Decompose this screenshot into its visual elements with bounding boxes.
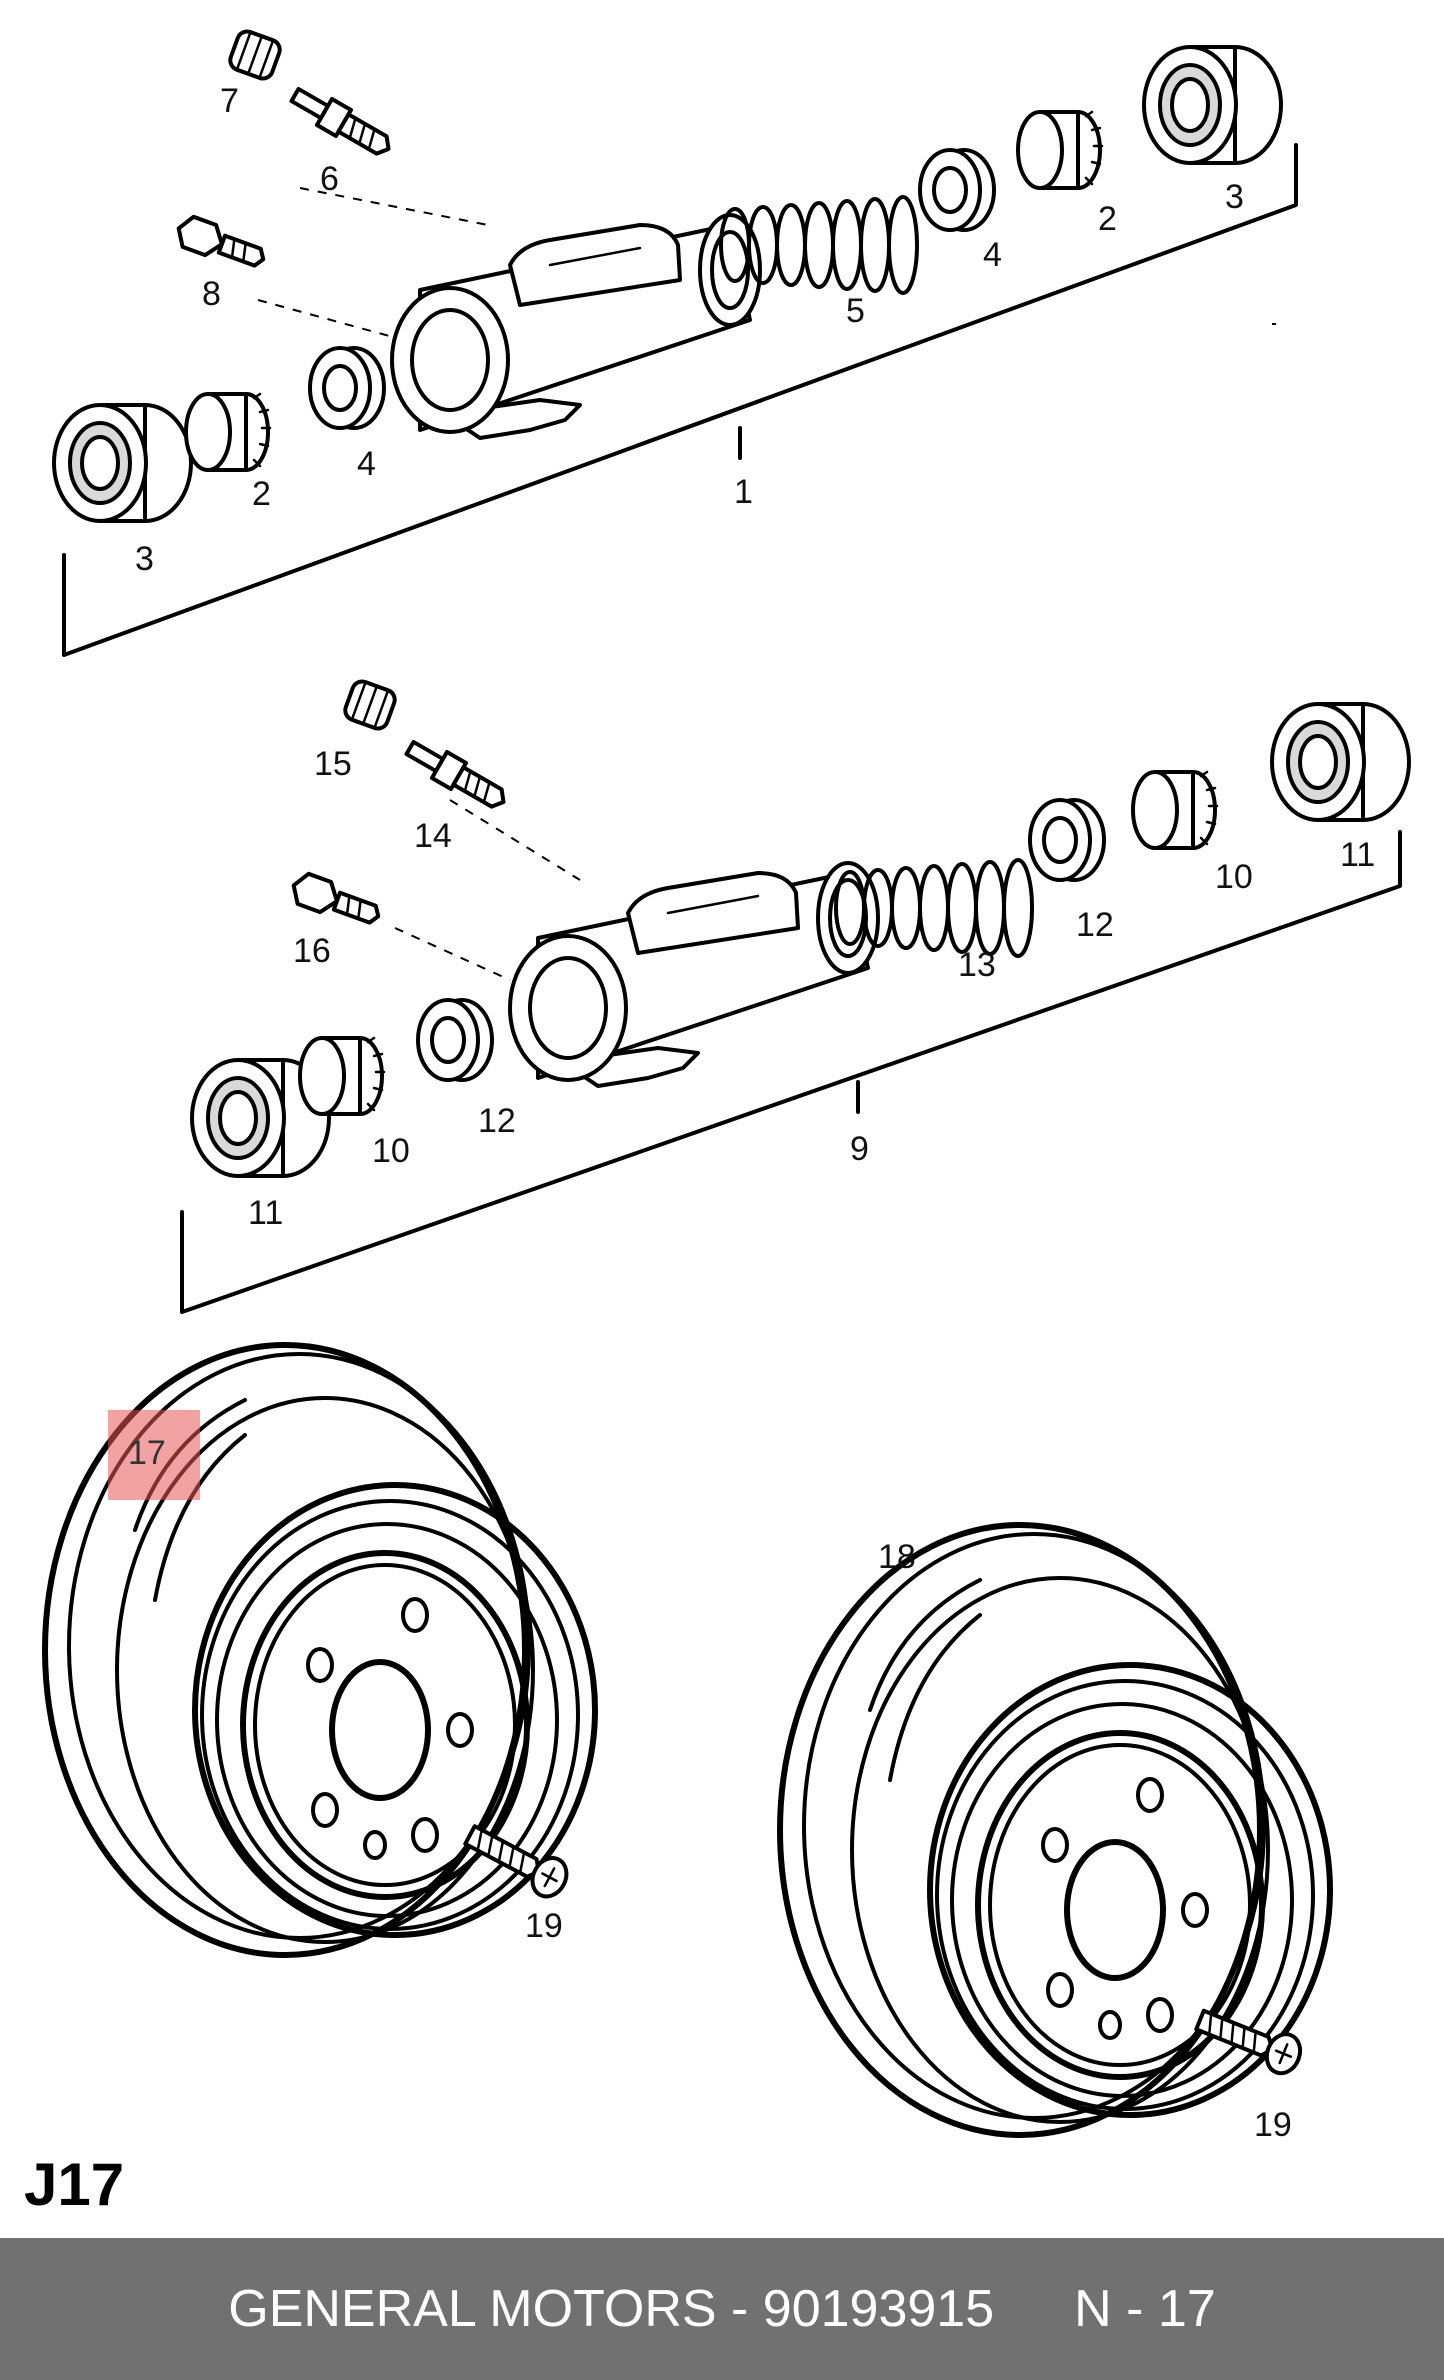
upper-piston-right [1016, 110, 1104, 190]
lower-seal-left [416, 998, 494, 1082]
upper-dust-boot-right [1142, 45, 1283, 165]
exploded-parts-diagram: 7 6 8 5 4 2 3 2 4 3 1 15 14 16 13 12 10 … [0, 26, 1411, 2144]
upper-bleeder-cap [225, 26, 285, 84]
callout-12: 12 [478, 1102, 516, 1140]
callout-19: 19 [525, 1907, 563, 1945]
callout-10: 10 [1215, 858, 1253, 896]
callout-3: 3 [135, 540, 154, 578]
callout-1: 1 [734, 473, 753, 511]
upper-dust-boot-left [52, 403, 193, 523]
callout-3: 3 [1225, 178, 1244, 216]
lower-cylinder-assembly [180, 676, 1411, 1314]
footer-title: GENERAL MOTORS - 90193915 [228, 2280, 995, 2338]
footer-bar: GENERAL MOTORS - 90193915 N - 17 [0, 2238, 1444, 2380]
callout-18: 18 [878, 1538, 916, 1576]
callout-4: 4 [983, 236, 1002, 274]
callout-12: 12 [1076, 906, 1114, 944]
lower-piston-right [1131, 770, 1219, 850]
upper-pipe-nut [171, 211, 271, 277]
upper-piston-left [184, 392, 272, 472]
lower-dust-boot-right [1270, 702, 1411, 822]
upper-cylinder-assembly [52, 26, 1298, 657]
callout-13: 13 [958, 946, 996, 984]
lower-piston-left [298, 1036, 386, 1116]
callout-6: 6 [320, 160, 339, 198]
callout-11: 11 [1340, 836, 1375, 874]
callout-9: 9 [850, 1130, 869, 1168]
upper-callouts: 7 6 8 5 4 2 3 2 4 3 1 [135, 82, 1244, 578]
upper-seal-right [918, 148, 996, 232]
callout-8: 8 [202, 275, 221, 313]
lower-seal-right [1028, 798, 1106, 882]
callout-11: 11 [248, 1194, 283, 1232]
callout-2: 2 [1098, 200, 1117, 238]
callout-16: 16 [293, 932, 331, 970]
callout-5: 5 [846, 292, 865, 330]
lower-callouts: 15 14 16 13 12 10 11 10 12 11 9 [248, 745, 1375, 1232]
drum-callouts: 18 19 19 [525, 1538, 1292, 2144]
callout-15: 15 [314, 745, 352, 783]
highlighted-part-17[interactable]: 17 [108, 1410, 200, 1500]
page-label: J17 [24, 2151, 125, 2218]
callout-2: 2 [252, 475, 271, 513]
lower-cylinder-body [508, 861, 880, 1088]
callout-4: 4 [357, 445, 376, 483]
upper-seal-left [308, 346, 386, 430]
upper-bleeder-screw [285, 80, 399, 164]
callout-19: 19 [1254, 2106, 1292, 2144]
upper-bracket [62, 143, 1298, 657]
lower-bracket [180, 830, 1402, 1314]
footer-ref: N - 17 [1074, 2280, 1216, 2338]
lower-bleeder-cap [340, 676, 400, 734]
upper-cylinder-body [390, 213, 762, 440]
lower-pipe-nut [286, 868, 386, 934]
callout-7: 7 [220, 82, 239, 120]
callout-10: 10 [372, 1132, 410, 1170]
callout-17: 17 [128, 1434, 166, 1472]
brake-drums [45, 1345, 1330, 2135]
callout-14: 14 [414, 817, 452, 855]
